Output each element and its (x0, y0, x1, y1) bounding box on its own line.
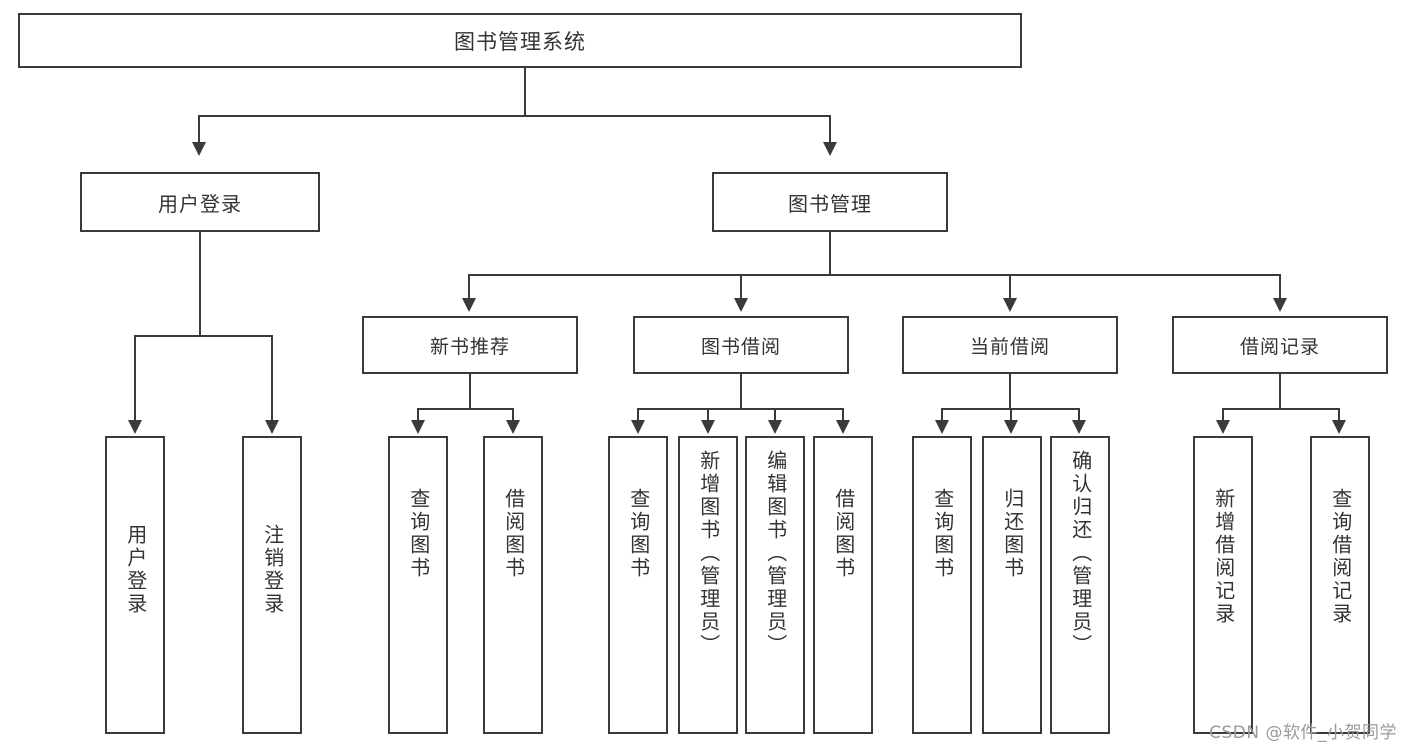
node-label: 查询图书 (406, 488, 431, 580)
node-label: 归还图书 (1000, 488, 1025, 580)
node-borrow-record[interactable]: 借阅记录 (1172, 316, 1388, 374)
connector-to-current-borrow (1009, 274, 1011, 300)
connector-book-borrow-leaf-2 (707, 408, 709, 422)
node-label: 借阅记录 (1239, 335, 1320, 358)
connector-borrow-record-stem (1279, 374, 1281, 408)
node-book-management[interactable]: 图书管理 (712, 172, 948, 232)
node-label: 图书借阅 (700, 335, 781, 358)
node-label: 注销登录 (260, 524, 285, 616)
node-leaf-user-login[interactable]: 用户登录 (105, 436, 165, 734)
node-user-login[interactable]: 用户登录 (80, 172, 320, 232)
node-label: 借阅图书 (831, 488, 856, 580)
arrowhead-leaf-query-book-1 (411, 420, 425, 434)
node-leaf-confirm-return-admin[interactable]: 确认归还（管理员） (1050, 436, 1110, 734)
node-leaf-query-book-borrow[interactable]: 查询图书 (608, 436, 668, 734)
connector-to-book-manage (829, 115, 831, 145)
connector-new-book-stem (469, 374, 471, 408)
node-current-borrow[interactable]: 当前借阅 (902, 316, 1118, 374)
connector-new-book-leaf-2 (512, 408, 514, 422)
arrowhead-user-login (192, 142, 206, 156)
connector-user-login-leaf-1 (134, 335, 136, 422)
node-label: 新增图书（管理员） (696, 450, 721, 657)
node-leaf-query-borrow-record[interactable]: 查询借阅记录 (1310, 436, 1370, 734)
node-leaf-borrow-book-recommend[interactable]: 借阅图书 (483, 436, 543, 734)
connector-borrow-record-bus (1222, 408, 1340, 410)
connector-to-new-book (468, 274, 470, 300)
connector-current-borrow-leaf-3 (1078, 408, 1080, 422)
arrowhead-leaf-borrow-book-1 (506, 420, 520, 434)
connector-borrow-record-leaf-1 (1222, 408, 1224, 422)
arrowhead-book-manage (823, 142, 837, 156)
connector-level1-bus (198, 115, 830, 117)
node-label: 用户登录 (158, 191, 242, 216)
connector-book-borrow-leaf-4 (842, 408, 844, 422)
node-label: 查询借阅记录 (1328, 488, 1353, 626)
arrowhead-leaf-query-record (1332, 420, 1346, 434)
connector-level2-bus (468, 274, 1280, 276)
connector-to-user-login (198, 115, 200, 145)
node-label: 查询图书 (626, 488, 651, 580)
arrowhead-book-borrow (734, 298, 748, 312)
node-leaf-logout[interactable]: 注销登录 (242, 436, 302, 734)
node-label: 借阅图书 (501, 488, 526, 580)
node-label: 确认归还（管理员） (1068, 450, 1093, 657)
connector-user-login-leaf-2 (271, 335, 273, 422)
connector-new-book-bus (417, 408, 514, 410)
arrowhead-leaf-add-record (1216, 420, 1230, 434)
connector-current-borrow-leaf-1 (941, 408, 943, 422)
connector-user-login-stem (199, 232, 201, 335)
connector-current-borrow-stem (1009, 374, 1011, 408)
connector-borrow-record-leaf-2 (1338, 408, 1340, 422)
node-new-book-recommend[interactable]: 新书推荐 (362, 316, 578, 374)
node-leaf-query-book-recommend[interactable]: 查询图书 (388, 436, 448, 734)
node-label: 图书管理系统 (454, 29, 586, 54)
connector-book-manage-stem (829, 232, 831, 274)
node-root-system[interactable]: 图书管理系统 (18, 13, 1022, 68)
node-leaf-borrow-book[interactable]: 借阅图书 (813, 436, 873, 734)
connector-book-borrow-stem (740, 374, 742, 408)
arrowhead-leaf-confirm-return (1072, 420, 1086, 434)
connector-root-stem (524, 68, 526, 115)
connector-book-borrow-bus (637, 408, 843, 410)
arrowhead-leaf-user-login (128, 420, 142, 434)
node-leaf-edit-book-admin[interactable]: 编辑图书（管理员） (745, 436, 805, 734)
arrowhead-leaf-return-book (1004, 420, 1018, 434)
connector-book-borrow-leaf-3 (774, 408, 776, 422)
connector-new-book-leaf-1 (417, 408, 419, 422)
node-leaf-return-book[interactable]: 归还图书 (982, 436, 1042, 734)
node-label: 新书推荐 (429, 335, 510, 358)
connector-to-book-borrow (740, 274, 742, 300)
node-leaf-add-book-admin[interactable]: 新增图书（管理员） (678, 436, 738, 734)
node-book-borrow[interactable]: 图书借阅 (633, 316, 849, 374)
node-label: 用户登录 (123, 524, 148, 616)
node-label: 编辑图书（管理员） (763, 450, 788, 657)
node-label: 查询图书 (930, 488, 955, 580)
connector-user-login-bus (134, 335, 272, 337)
connector-current-borrow-leaf-2 (1010, 408, 1012, 422)
node-leaf-add-borrow-record[interactable]: 新增借阅记录 (1193, 436, 1253, 734)
node-leaf-query-book-current[interactable]: 查询图书 (912, 436, 972, 734)
arrowhead-borrow-record (1273, 298, 1287, 312)
connector-book-borrow-leaf-1 (637, 408, 639, 422)
arrowhead-leaf-add-book (701, 420, 715, 434)
arrowhead-new-book (462, 298, 476, 312)
connector-to-borrow-record (1279, 274, 1281, 300)
arrowhead-leaf-edit-book (768, 420, 782, 434)
arrowhead-leaf-borrow-book-2 (836, 420, 850, 434)
watermark-text: CSDN @软件_小贺同学 (1209, 723, 1397, 743)
node-label: 当前借阅 (969, 335, 1050, 358)
arrowhead-leaf-logout (265, 420, 279, 434)
arrowhead-leaf-query-book-3 (935, 420, 949, 434)
arrowhead-leaf-query-book-2 (631, 420, 645, 434)
node-label: 新增借阅记录 (1211, 488, 1236, 626)
node-label: 图书管理 (788, 191, 872, 216)
arrowhead-current-borrow (1003, 298, 1017, 312)
